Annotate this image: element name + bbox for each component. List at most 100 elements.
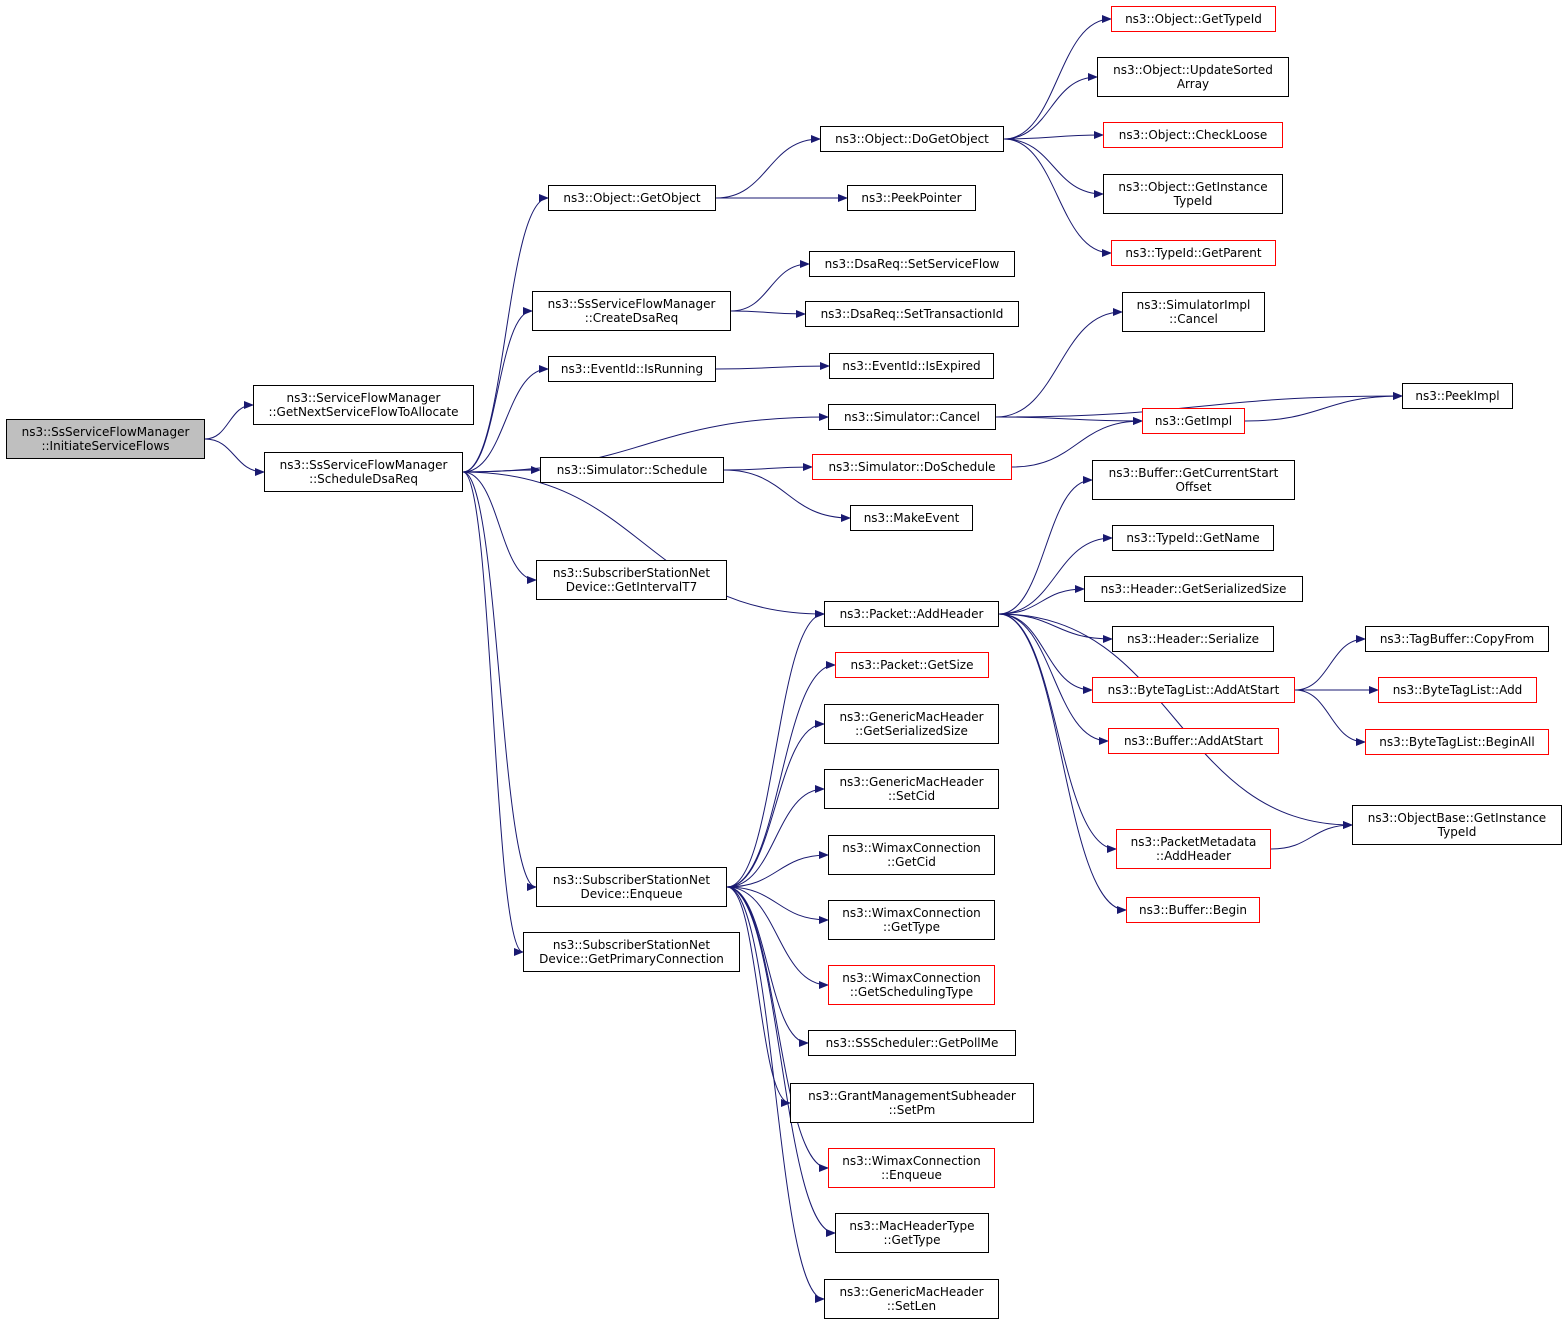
node-bytetaglist-add-at-start[interactable]: ns3::ByteTagList::AddAtStart [1092, 677, 1295, 703]
node-bytetaglist-begin-all[interactable]: ns3::ByteTagList::BeginAll [1365, 729, 1549, 755]
node-buffer-begin[interactable]: ns3::Buffer::Begin [1126, 897, 1260, 923]
node-label-line: ns3::ByteTagList::BeginAll [1379, 735, 1535, 749]
node-label-line: Device::Enqueue [580, 887, 683, 901]
edge-packet_add_header-to-buffer_get_current_start_offset [998, 476, 1093, 615]
node-label-line: ns3::Simulator::Cancel [843, 410, 981, 424]
node-label-line: ns3::MacHeaderType [849, 1219, 975, 1233]
node-label-line: ns3::SimulatorImpl [1136, 298, 1251, 312]
node-label-line: ns3::SsServiceFlowManager [547, 297, 716, 311]
node-label-line: ns3::SsServiceFlowManager [21, 425, 190, 439]
node-simulator-impl-cancel[interactable]: ns3::SimulatorImpl::Cancel [1122, 292, 1265, 332]
node-eventid-is-running[interactable]: ns3::EventId::IsRunning [548, 356, 716, 382]
edge-schedule_dsa_req-to-simulator_schedule [462, 466, 541, 475]
node-label-line: ns3::WimaxConnection [842, 971, 981, 985]
node-make-event[interactable]: ns3::MakeEvent [850, 505, 973, 531]
node-label-line: ns3::ObjectBase::GetInstance [1367, 811, 1547, 825]
node-get-impl[interactable]: ns3::GetImpl [1142, 408, 1245, 434]
node-packet-get-size[interactable]: ns3::Packet::GetSize [835, 652, 989, 678]
edge-object_do_get_object-to-object_check_loose [1003, 131, 1104, 140]
node-label-line: ::GetType [882, 920, 941, 934]
node-gmh-get-serialized-size[interactable]: ns3::GenericMacHeader::GetSerializedSize [824, 704, 999, 744]
edge-ssnd_enqueue-to-wc_get_scheduling_type [726, 886, 829, 989]
node-create-dsa-req[interactable]: ns3::SsServiceFlowManager::CreateDsaReq [532, 291, 731, 331]
edge-packet_add_header-to-buffer_begin [998, 613, 1127, 914]
node-header-get-serialized-size[interactable]: ns3::Header::GetSerializedSize [1084, 576, 1303, 602]
node-eventid-is-expired[interactable]: ns3::EventId::IsExpired [829, 353, 994, 379]
node-typeid-get-parent[interactable]: ns3::TypeId::GetParent [1111, 240, 1276, 266]
node-ssscheduler-get-poll-me[interactable]: ns3::SSScheduler::GetPollMe [808, 1030, 1016, 1056]
node-label-line: ::Enqueue [881, 1168, 942, 1182]
edge-packet_add_header-to-buffer_add_at_start [998, 613, 1109, 745]
edge-simulator_do_schedule-to-get_impl [1011, 417, 1143, 468]
edge-simulator_cancel-to-simulator_impl_cancel [995, 308, 1123, 418]
node-label-line: ::Cancel [1169, 312, 1218, 326]
node-dsareq-set-service-flow[interactable]: ns3::DsaReq::SetServiceFlow [809, 251, 1015, 277]
node-simulator-do-schedule[interactable]: ns3::Simulator::DoSchedule [812, 454, 1012, 480]
node-gmh-set-cid[interactable]: ns3::GenericMacHeader::SetCid [824, 769, 999, 809]
node-wc-enqueue[interactable]: ns3::WimaxConnection::Enqueue [828, 1148, 995, 1188]
node-label-line: Array [1176, 77, 1210, 91]
node-label-line: ::ScheduleDsaReq [309, 472, 418, 486]
node-label-line: ns3::Object::GetInstance [1118, 180, 1268, 194]
edge-ssnd_enqueue-to-wc_enqueue [726, 886, 829, 1172]
node-gms-set-pm[interactable]: ns3::GrantManagementSubheader::SetPm [790, 1083, 1034, 1123]
node-bytetaglist-add[interactable]: ns3::ByteTagList::Add [1378, 677, 1537, 703]
node-label-line: ns3::ByteTagList::Add [1392, 683, 1523, 697]
node-buffer-add-at-start[interactable]: ns3::Buffer::AddAtStart [1108, 728, 1279, 754]
node-object-get-type-id[interactable]: ns3::Object::GetTypeId [1111, 6, 1276, 32]
node-object-do-get-object[interactable]: ns3::Object::DoGetObject [820, 126, 1004, 152]
node-label-line: ns3::SubscriberStationNet [552, 873, 711, 887]
node-label-line: ns3::Object::GetObject [563, 191, 701, 205]
node-label-line: ns3::DsaReq::SetTransactionId [820, 307, 1004, 321]
edge-simulator_schedule-to-make_event [723, 469, 851, 522]
node-label-line: TypeId [1437, 825, 1477, 839]
node-schedule-dsa-req[interactable]: ns3::SsServiceFlowManager::ScheduleDsaRe… [264, 452, 463, 492]
node-label-line: ns3::Packet::AddHeader [839, 607, 984, 621]
node-wc-get-scheduling-type[interactable]: ns3::WimaxConnection::GetSchedulingType [828, 965, 995, 1005]
edge-ssnd_enqueue-to-wc_get_cid [726, 851, 829, 888]
node-object-get-object[interactable]: ns3::Object::GetObject [548, 185, 716, 211]
node-label-line: ns3::EventId::IsRunning [560, 362, 704, 376]
node-wc-get-type[interactable]: ns3::WimaxConnection::GetType [828, 900, 995, 940]
node-label-line: ns3::Buffer::GetCurrentStart [1108, 466, 1279, 480]
node-label-line: ::InitiateServiceFlows [41, 439, 170, 453]
node-packet-metadata-add-header[interactable]: ns3::PacketMetadata::AddHeader [1116, 829, 1271, 869]
edge-object_do_get_object-to-object_get_instance_type_id [1003, 138, 1104, 198]
node-label-line: ns3::TypeId::GetName [1126, 531, 1260, 545]
node-typeid-get-name[interactable]: ns3::TypeId::GetName [1112, 525, 1274, 551]
node-peek-pointer[interactable]: ns3::PeekPointer [847, 185, 976, 211]
node-label-line: ns3::WimaxConnection [842, 841, 981, 855]
node-gmh-set-len[interactable]: ns3::GenericMacHeader::SetLen [824, 1279, 999, 1319]
node-tagbuffer-copy-from[interactable]: ns3::TagBuffer::CopyFrom [1365, 626, 1549, 652]
node-label-line: ns3::GetImpl [1154, 414, 1233, 428]
node-get-next-service-flow[interactable]: ns3::ServiceFlowManager::GetNextServiceF… [253, 385, 474, 425]
node-label-line: ns3::Object::DoGetObject [835, 132, 989, 146]
node-label-line: ::SetPm [888, 1103, 936, 1117]
edge-schedule_dsa_req-to-create_dsa_req [462, 307, 533, 473]
node-label-line: ns3::Buffer::AddAtStart [1123, 734, 1264, 748]
node-object-check-loose[interactable]: ns3::Object::CheckLoose [1103, 122, 1283, 148]
edge-object_do_get_object-to-object_update_sorted_array [1003, 73, 1098, 140]
edge-bytetaglist_add_at_start-to-bytetaglist_begin_all [1294, 689, 1366, 746]
edge-initiate_service_flows-to-schedule_dsa_req [204, 438, 265, 476]
edge-get_impl-to-peek_impl [1244, 392, 1403, 422]
node-packet-add-header[interactable]: ns3::Packet::AddHeader [824, 601, 999, 627]
node-wc-get-cid[interactable]: ns3::WimaxConnection::GetCid [828, 835, 995, 875]
node-header-serialize[interactable]: ns3::Header::Serialize [1112, 626, 1274, 652]
node-mac-header-type-get-type[interactable]: ns3::MacHeaderType::GetType [835, 1213, 989, 1253]
edge-bytetaglist_add_at_start-to-tagbuffer_copy_from [1294, 635, 1366, 691]
node-simulator-schedule[interactable]: ns3::Simulator::Schedule [540, 457, 724, 483]
node-simulator-cancel[interactable]: ns3::Simulator::Cancel [828, 404, 996, 430]
node-dsareq-set-transaction-id[interactable]: ns3::DsaReq::SetTransactionId [805, 301, 1019, 327]
node-peek-impl[interactable]: ns3::PeekImpl [1402, 383, 1513, 409]
node-label-line: ns3::GenericMacHeader [839, 1285, 984, 1299]
